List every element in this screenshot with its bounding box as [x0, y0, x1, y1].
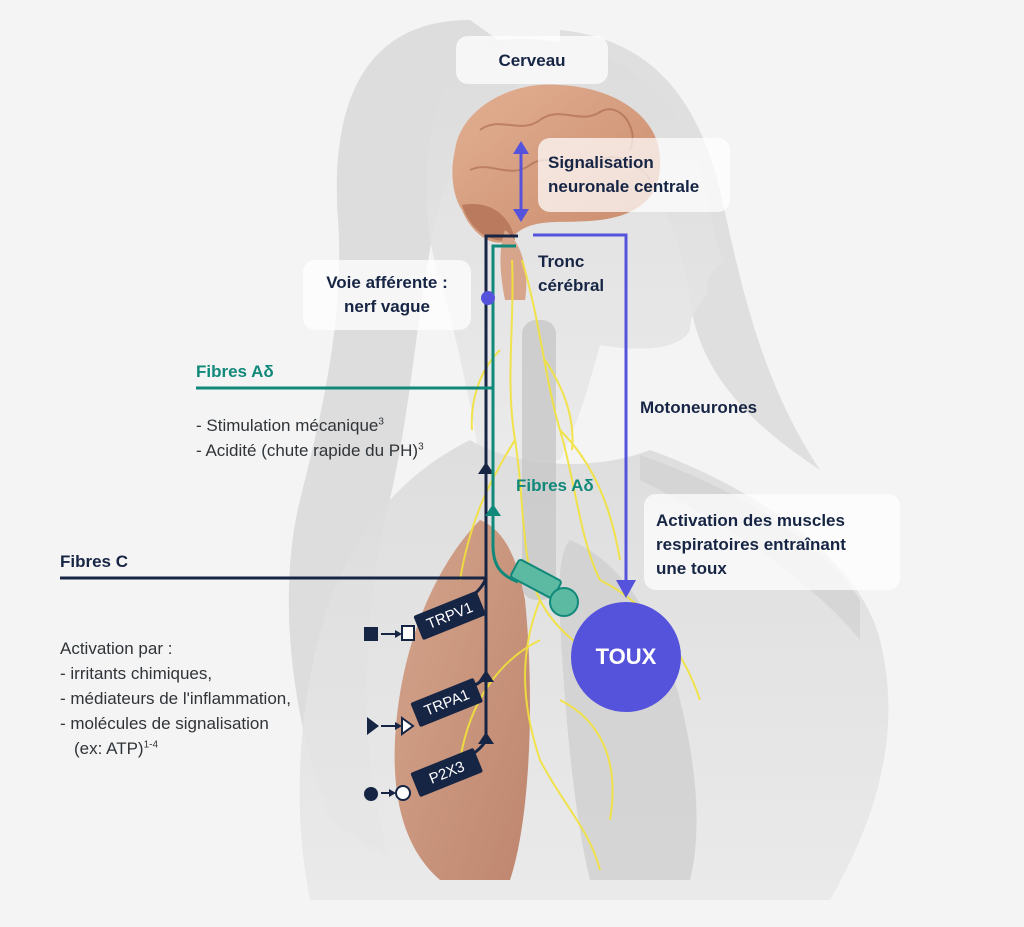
- voie-afferente-label-box: Voie afférente : nerf vague: [303, 260, 471, 330]
- activation-par-item-3: - molécules de signalisation: [60, 714, 269, 733]
- activation-label-line2: respiratoires entraînant: [656, 535, 846, 554]
- activation-par-list: Activation par : - irritants chimiques, …: [60, 636, 291, 761]
- signalisation-label-line1: Signalisation: [548, 153, 654, 172]
- a-delta-mechanoreceptor: [510, 558, 579, 617]
- activation-par-title: Activation par :: [60, 639, 173, 658]
- cerveau-label-box: Cerveau: [456, 36, 608, 84]
- activation-label-line1: Activation des muscles: [656, 511, 845, 530]
- activation-label-line3: une toux: [656, 559, 727, 578]
- cerebellum: [462, 204, 515, 241]
- binding-site-trpv1: [401, 625, 415, 641]
- activation-par-item-1: - irritants chimiques,: [60, 664, 213, 683]
- c-fibre-arrowheads: [478, 462, 494, 744]
- stimulation-item-1: - Stimulation mécanique3: [196, 416, 384, 435]
- tronc-cerebral-label: Tronc cérébral: [538, 250, 604, 298]
- motoneuron-arrowhead: [616, 580, 636, 598]
- binding-site-p2x3: [395, 785, 411, 801]
- activation-par-item-2: - médiateurs de l'inflammation,: [60, 689, 291, 708]
- ligand-triangle-icon: [367, 717, 379, 735]
- motoneurones-label: Motoneurones: [640, 398, 758, 417]
- a-delta-pathway: [196, 244, 519, 584]
- signalisation-label-line2: neuronale centrale: [548, 177, 700, 196]
- a-delta-arrowhead: [485, 504, 501, 516]
- binding-site-trpa1: [401, 716, 415, 736]
- fibres-c-label: Fibres C: [60, 552, 129, 571]
- ligand-circle-icon: [364, 787, 378, 801]
- trachea: [522, 320, 556, 600]
- ligand-square-icon: [364, 627, 378, 641]
- toux-circle: [571, 602, 681, 712]
- tronc-label-line2: cérébral: [538, 276, 605, 295]
- voie-afferente-label-line2: nerf vague: [344, 297, 430, 316]
- stimulation-item-2: - Acidité (chute rapide du PH)3: [196, 441, 424, 460]
- toux-label: TOUX: [595, 644, 657, 669]
- fibres-ad-left-label: Fibres Aδ: [196, 362, 274, 381]
- vagus-nerve-dot: [481, 291, 495, 305]
- fibres-ad-center-label: Fibres Aδ: [516, 476, 594, 495]
- tronc-label-line1: Tronc: [538, 252, 585, 271]
- activation-par-item-4: (ex: ATP)1-4: [74, 739, 159, 758]
- cerveau-label: Cerveau: [498, 51, 566, 70]
- motoneuron-pathway: [533, 233, 628, 585]
- central-signaling-arrow: [513, 141, 529, 222]
- voie-afferente-label-line1: Voie afférente :: [326, 273, 448, 292]
- binding-arrows: [381, 630, 402, 797]
- activation-muscles-label-box: Activation des muscles respiratoires ent…: [644, 494, 900, 590]
- signalisation-label-box: Signalisation neuronale centrale: [538, 138, 730, 212]
- stimulation-list: - Stimulation mécanique3 - Acidité (chut…: [196, 413, 424, 463]
